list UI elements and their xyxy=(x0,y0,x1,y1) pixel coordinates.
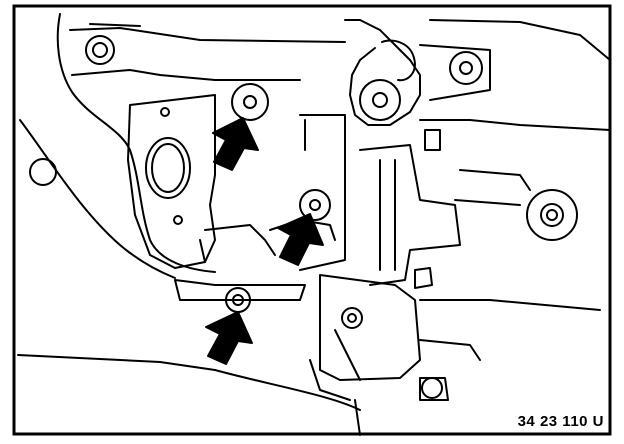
lower-rail xyxy=(174,279,306,301)
bolt-middle xyxy=(299,189,331,221)
caliper-bore xyxy=(145,137,191,199)
housing-outline xyxy=(56,13,216,273)
lower-bolt xyxy=(421,377,443,399)
figure-reference-code: 34 23 110 U xyxy=(517,413,604,430)
arrow-pointer-middle xyxy=(277,213,324,266)
bolt-upper xyxy=(231,83,269,121)
center-column xyxy=(299,114,346,271)
caliper-plate xyxy=(127,94,216,269)
right-bolt xyxy=(526,189,578,241)
housing-edge xyxy=(19,119,176,279)
right-top-bolt xyxy=(449,51,483,85)
arrow-pointer-upper xyxy=(212,117,259,171)
figure-frame xyxy=(12,4,612,436)
right-body xyxy=(359,144,461,286)
lower-bracket xyxy=(319,274,421,381)
upper-bolt-hole xyxy=(85,35,115,65)
right-piston-assembly xyxy=(344,19,421,126)
left-knob xyxy=(29,158,57,186)
arrow-pointer-lower xyxy=(205,311,253,365)
upper-bracket xyxy=(69,27,346,43)
